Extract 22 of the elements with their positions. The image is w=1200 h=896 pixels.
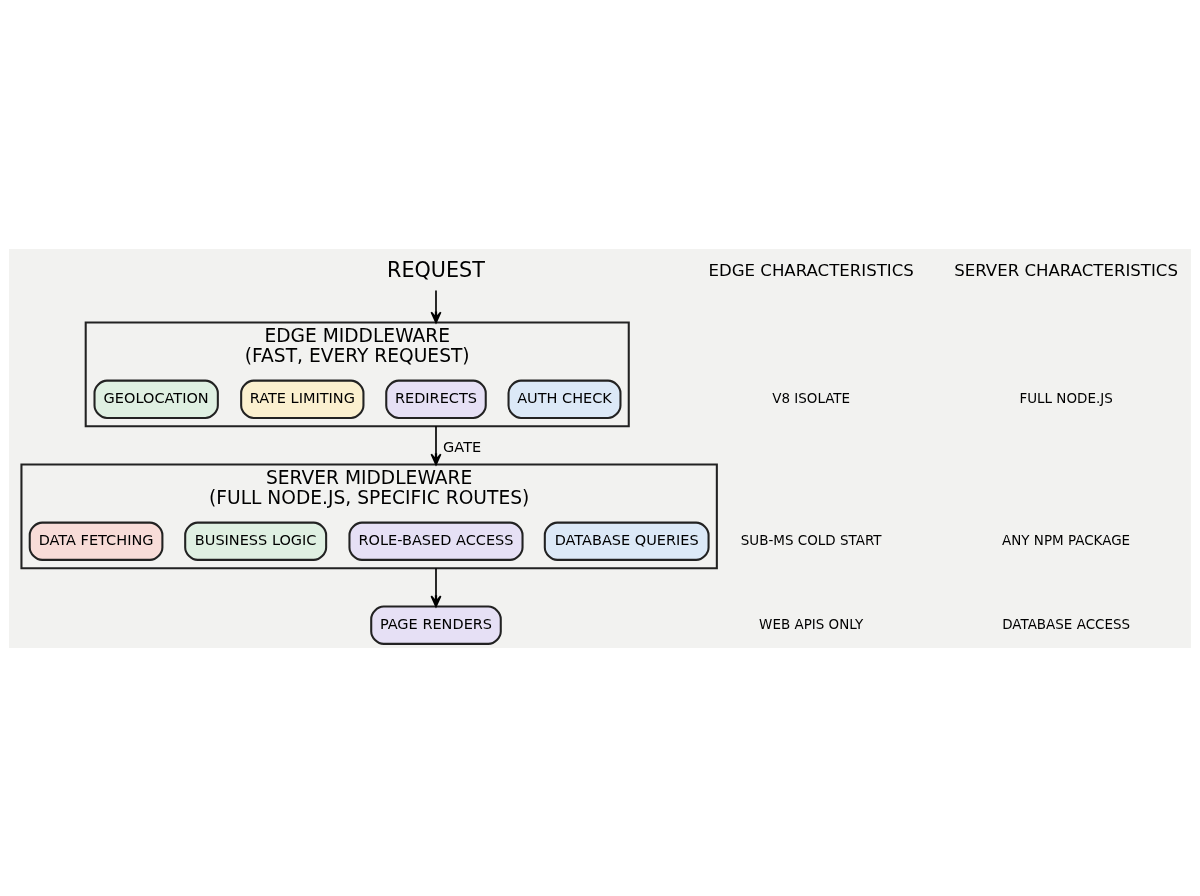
label: WEB APIS ONLY <box>759 615 864 632</box>
node-box: PAGE RENDERS <box>370 605 502 645</box>
label: DATABASE ACCESS <box>1002 615 1131 632</box>
label: ANY NPM PACKAGE <box>1002 531 1131 548</box>
label: V8 ISOLATE <box>772 389 851 406</box>
label: SERVER CHARACTERISTICS <box>954 260 1178 280</box>
node-box: DATABASE QUERIES <box>543 521 710 561</box>
node-box: GEOLOCATION <box>93 379 219 419</box>
label: SUB-MS COLD START <box>740 531 882 548</box>
node-box: RATE LIMITING <box>240 379 365 419</box>
label: FULL NODE.JS <box>1019 389 1113 406</box>
label: EDGE CHARACTERISTICS <box>708 260 914 280</box>
node-box: REDIRECTS <box>385 379 487 419</box>
node-box: ROLE-BASED ACCESS <box>348 521 524 561</box>
arrow <box>430 566 442 607</box>
node-box: AUTH CHECK <box>507 379 622 419</box>
node-text: REQUEST <box>387 257 485 282</box>
edge-label: GATE <box>443 438 482 455</box>
arrow <box>430 424 442 465</box>
node-box: BUSINESS LOGIC <box>184 521 328 561</box>
node-box: DATA FETCHING <box>28 521 164 561</box>
arrow <box>430 289 442 323</box>
